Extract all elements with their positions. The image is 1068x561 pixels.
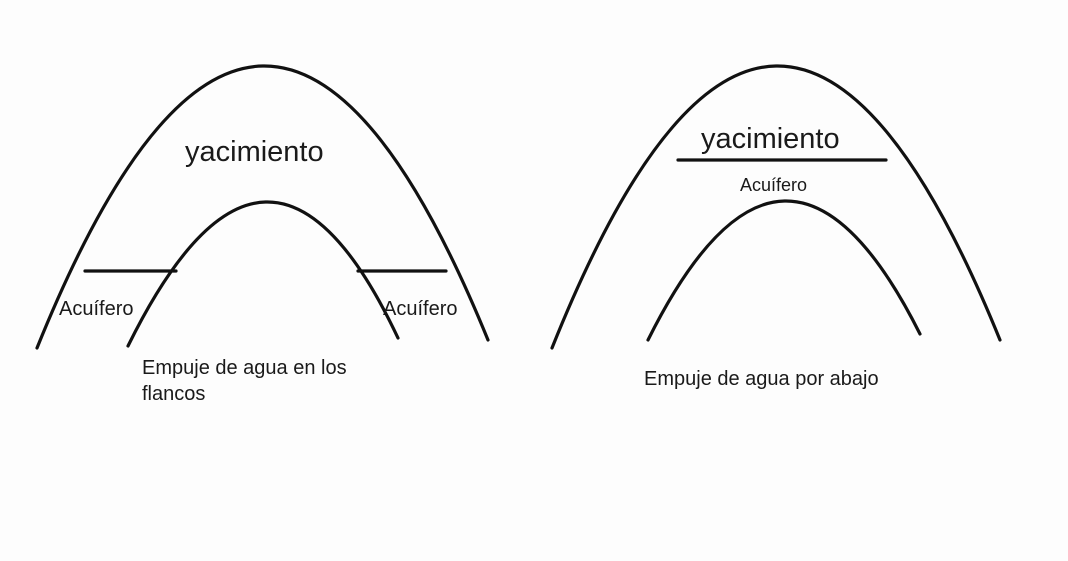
caption-flank-drive-line2: flancos (142, 383, 206, 405)
flank-drive-diagram (35, 64, 490, 350)
caption-flank-drive: Empuje de agua en los flancos (142, 355, 347, 407)
caption-flank-drive-line1: Empuje de agua en los (142, 357, 347, 379)
reservoir-label-left: yacimiento (185, 136, 324, 168)
aquifer-label-right: Acuífero (383, 298, 458, 320)
aquifer-label-bottom: Acuífero (740, 175, 808, 195)
aquifer-label-left: Acuífero (59, 298, 134, 320)
outer-structure-line-2 (550, 64, 1002, 350)
outer-structure-line (35, 64, 490, 350)
reservoir-label-right: yacimiento (701, 123, 840, 155)
inner-structure-line-2 (646, 199, 922, 342)
bottom-drive-diagram (550, 64, 1002, 350)
inner-structure-line (126, 200, 400, 348)
caption-bottom-drive: Empuje de agua por abajo (644, 368, 879, 390)
